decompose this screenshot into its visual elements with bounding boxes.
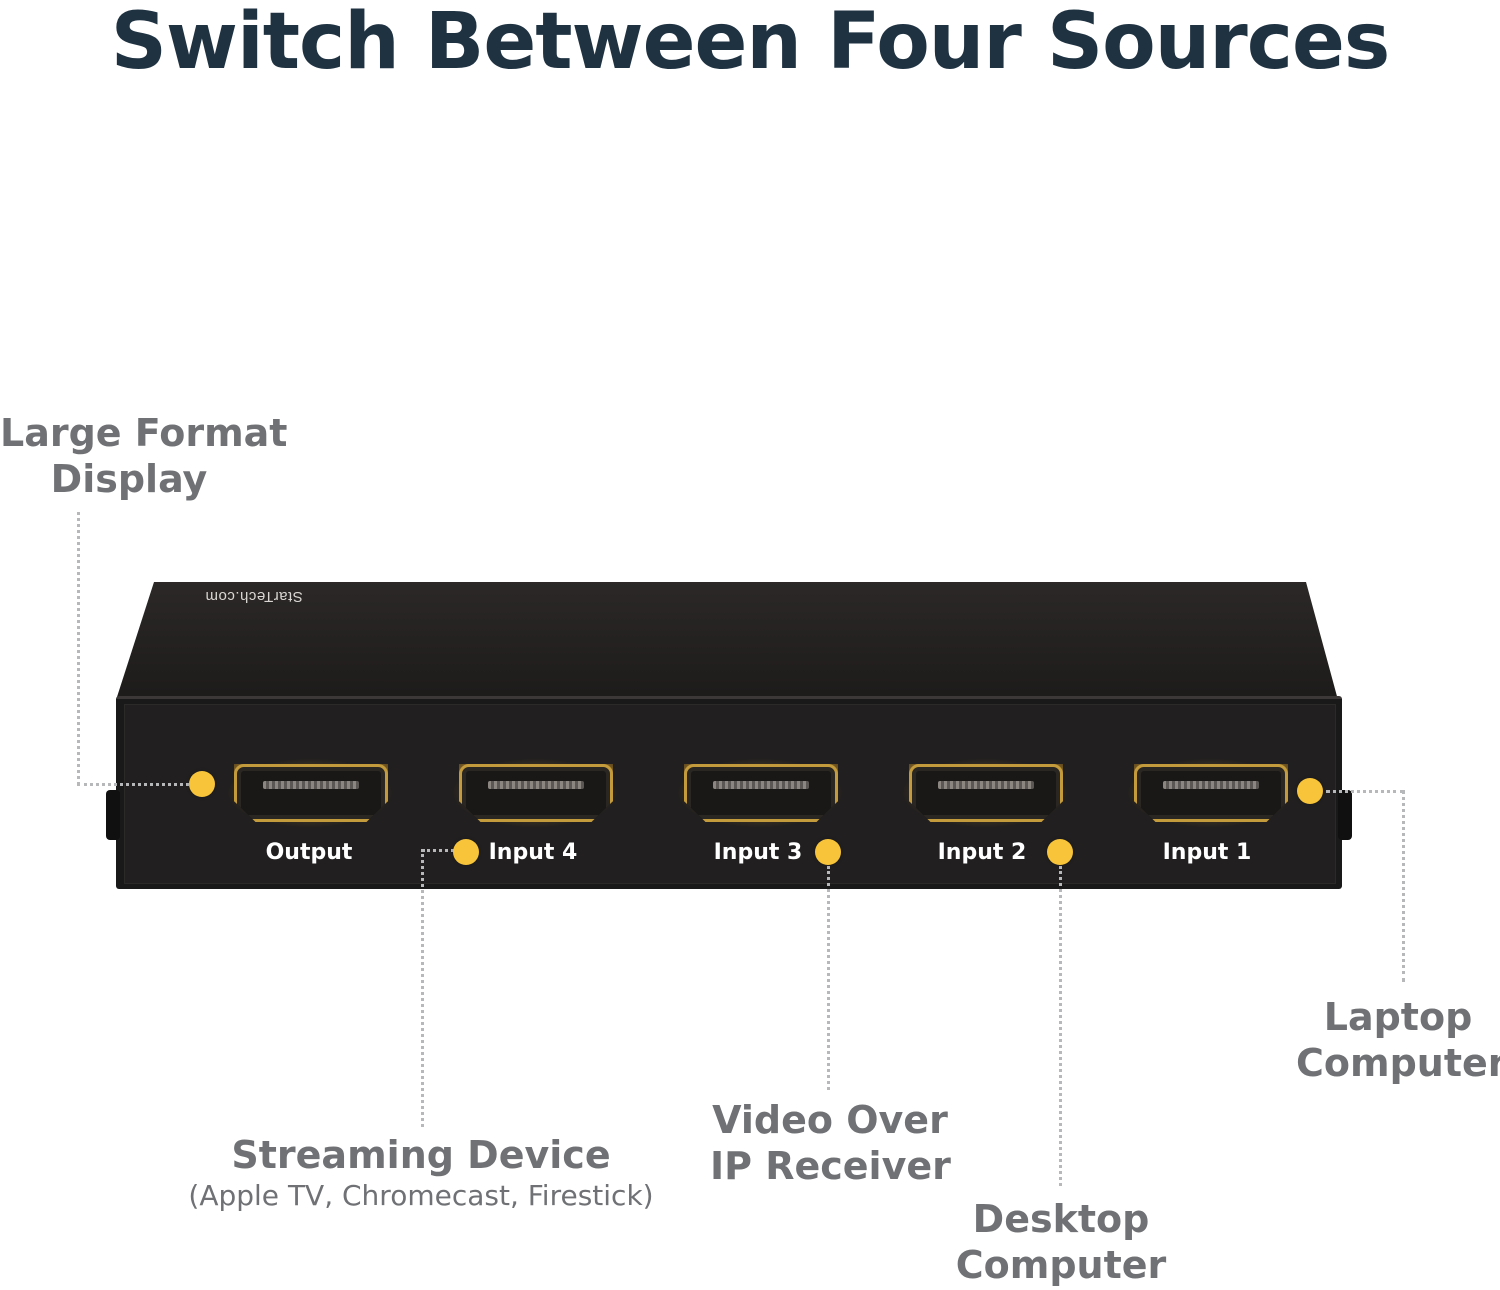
callout-input-3-line2: IP Receiver [710,1144,951,1188]
hdmi-port-input-2 [909,764,1063,822]
port-pins [938,781,1034,789]
leader-line-input-1-horizontal [1326,790,1404,793]
port-label-output: Output [265,840,353,865]
port-pins [263,781,359,789]
callout-input-3: Video Over IP Receiver [710,1097,951,1189]
leader-line-input-1-vertical [1402,790,1405,982]
hdmi-port-input-3 [684,764,838,822]
callout-output: Large Format Display [0,410,288,502]
device-foot-right [1338,790,1352,840]
callout-output-line2: Display [50,457,208,501]
callout-input-4: Streaming Device (Apple TV, Chromecast, … [180,1132,662,1214]
callout-input-2-line1: Desktop [972,1197,1150,1241]
leader-line-output-horizontal [77,783,189,786]
led-input-2 [1047,839,1073,865]
port-pins [1163,781,1259,789]
hdmi-port-input-4 [459,764,613,822]
callout-input-1-line1: Laptop [1323,995,1473,1039]
hdmi-port-output [234,764,388,822]
leader-line-output-vertical [77,512,80,785]
callout-input-3-line1: Video Over [712,1098,948,1142]
callout-input-1-line2: Computer [1296,1041,1500,1085]
led-input-4 [453,839,479,865]
callout-input-1: Laptop Computer [1296,994,1500,1086]
callout-input-4-title: Streaming Device [231,1133,611,1177]
led-output [189,771,215,797]
port-label-input-3: Input 3 [713,840,803,865]
brand-logo: StarTech.com [205,588,303,605]
leader-line-input-4-horizontal [422,849,454,852]
leader-line-input-2-vertical [1059,866,1062,1186]
port-label-input-1: Input 1 [1162,840,1252,865]
callout-input-4-subtitle: (Apple TV, Chromecast, Firestick) [188,1179,654,1212]
device-top-surface [116,582,1338,700]
callout-input-2: Desktop Computer [950,1196,1172,1288]
port-pins [713,781,809,789]
leader-line-input-4-vertical [421,849,424,1127]
headline: Switch Between Four Sources [110,0,1391,87]
port-label-input-2: Input 2 [937,840,1027,865]
leader-line-input-3-vertical [827,866,830,1090]
led-input-3 [815,839,841,865]
port-label-input-4: Input 4 [488,840,578,865]
callout-output-line1: Large Format [0,411,288,455]
led-input-1 [1297,778,1323,804]
device-foot-left [106,790,120,840]
callout-input-2-line2: Computer [955,1243,1167,1287]
hdmi-port-input-1 [1134,764,1288,822]
port-pins [488,781,584,789]
